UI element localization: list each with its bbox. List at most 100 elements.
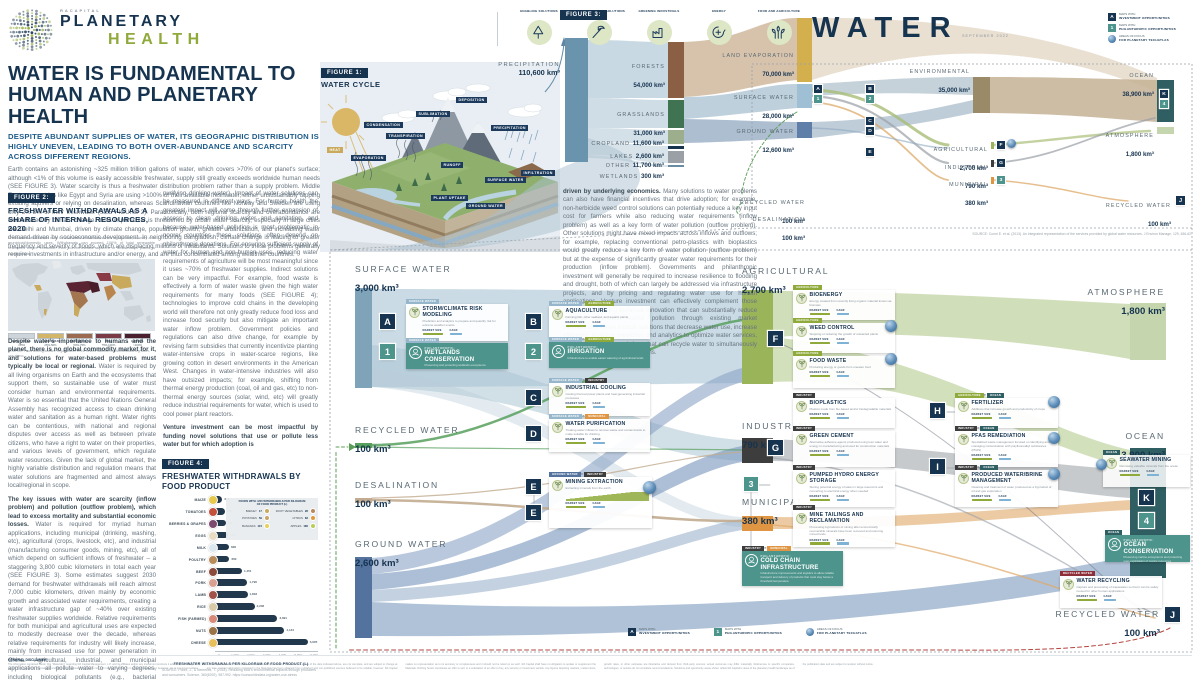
stat-label: CAGR [836,538,845,542]
category-crops: FOOD AND AGRICULTURE [752,9,806,45]
stat-market_size: MARKET SIZE [565,321,586,328]
bar-value: 3,691 [279,616,287,621]
node-value: 31,000 km³ [633,129,665,137]
cycle-label-infiltration: INFILTRATION [521,170,556,176]
tag-agriculture: AGRICULTURE [585,300,614,306]
stat-label: CAGR [592,321,601,325]
map-legend-label: CRITICAL [130,339,145,344]
tag-industry: INDUSTRY [955,425,978,431]
inset-item-label: BANANAS [242,523,256,528]
inset-title2: OF FOOD PRODUCT (L) [256,503,288,507]
tag-arrow-icon: ▸ [582,299,585,305]
bar-value: 1,451 [243,568,252,573]
badge-G-fig3: G [997,159,1005,167]
figure4-bar-chart: MAIZE216TOMATOES370BERRIES & GRAPES420EG… [162,494,320,652]
inset-title: FOODS WITH <200 WITHDRAWALS PER KILOGRAM [238,500,306,504]
fish-farmed--icon [208,614,218,625]
precipitation-callout: PRECIPITATION 110,600 km³ [498,62,560,77]
map-legend-swatch [66,332,93,339]
stat-market_size: MARKET SIZE [809,371,830,378]
node-value: 100 km³ [355,443,391,455]
cycle-label-ground-water: GROUND WATER [466,203,506,209]
figure2-caption: Freshwater withdrawals refer to total wa… [8,235,155,256]
solution-icon [796,358,807,370]
page-title-line1: WATER IS FUNDAMENTAL TO [8,63,296,85]
tag-ocean: OCEAN [986,392,1005,398]
header-divider [497,12,498,46]
badge-1-fig3: 1 [814,95,822,103]
card-tags: INDUSTRY [793,392,816,398]
card-tags: INDUSTRY [793,425,816,431]
node-name: DESALINATION [752,217,805,223]
energy-icon [706,20,732,45]
map-legend-range: <25% [17,343,26,348]
ra-capital-globe-logo [9,9,53,51]
node-name: OCEAN [1129,73,1154,79]
stat-label: MARKET SIZE [971,494,991,498]
stat-cagr: CAGR [1103,595,1116,602]
node-name: SURFACE WATER [355,264,452,274]
node-name: GROUND WATER [355,539,448,549]
badge-A-fig3: A [814,85,822,93]
tag-agriculture: AGRICULTURE [955,392,984,398]
stat-bar [836,542,849,545]
stat-label: MARKET SIZE [565,321,585,325]
stat-bar [565,505,586,509]
tag-arrow-icon: ▸ [582,335,585,341]
badge-J-fig3: J [1176,196,1185,205]
north-africa [66,280,92,293]
europe [70,264,86,275]
stat-bar [1146,473,1159,477]
tag-arrow-icon: ▸ [582,412,585,418]
investment-marker-icon: A [628,628,636,636]
card-tags: AGRICULTURE [793,284,822,290]
tag-recycled-water: RECYCLED WATER [1060,570,1096,576]
stat-label: MARKET SIZE [809,413,829,417]
hand-globe-icon [409,345,422,359]
stat-label: MARKET SIZE [809,450,829,454]
bar-value: 2,248 [256,604,265,609]
tree-icon [526,20,552,45]
node-value: 380 km³ [742,515,778,527]
node-value: 38,900 km³ [1122,90,1154,98]
node-value: 790 km³ [964,182,988,190]
tag-municipal: MUNICIPAL [585,413,609,419]
tag-arrow-icon: ▸ [581,470,584,476]
category-label: GREENING INDUSTRIALS [638,9,680,13]
stat-market_size: MARKET SIZE [809,413,830,420]
bar-value: 1,796 [249,580,257,585]
node-value: 28,000 km³ [762,112,794,120]
stat-cagr: CAGR [998,495,1011,502]
stat-bar [971,498,992,502]
focus-sphere-fertilizer [1048,396,1060,408]
tag-surface-water: SURFACE WATER [406,298,439,304]
bar [214,543,229,551]
node-name: CROPLAND [591,141,633,147]
tag-industry: INDUSTRY [793,392,816,398]
figure3-sankey-flows [329,17,1193,251]
card-title: AQUACULTURE [565,308,608,314]
tag-industry: INDUSTRY [793,504,816,510]
badge-2: 2 [526,344,541,359]
solution-icon [958,400,969,412]
bar [214,531,229,539]
